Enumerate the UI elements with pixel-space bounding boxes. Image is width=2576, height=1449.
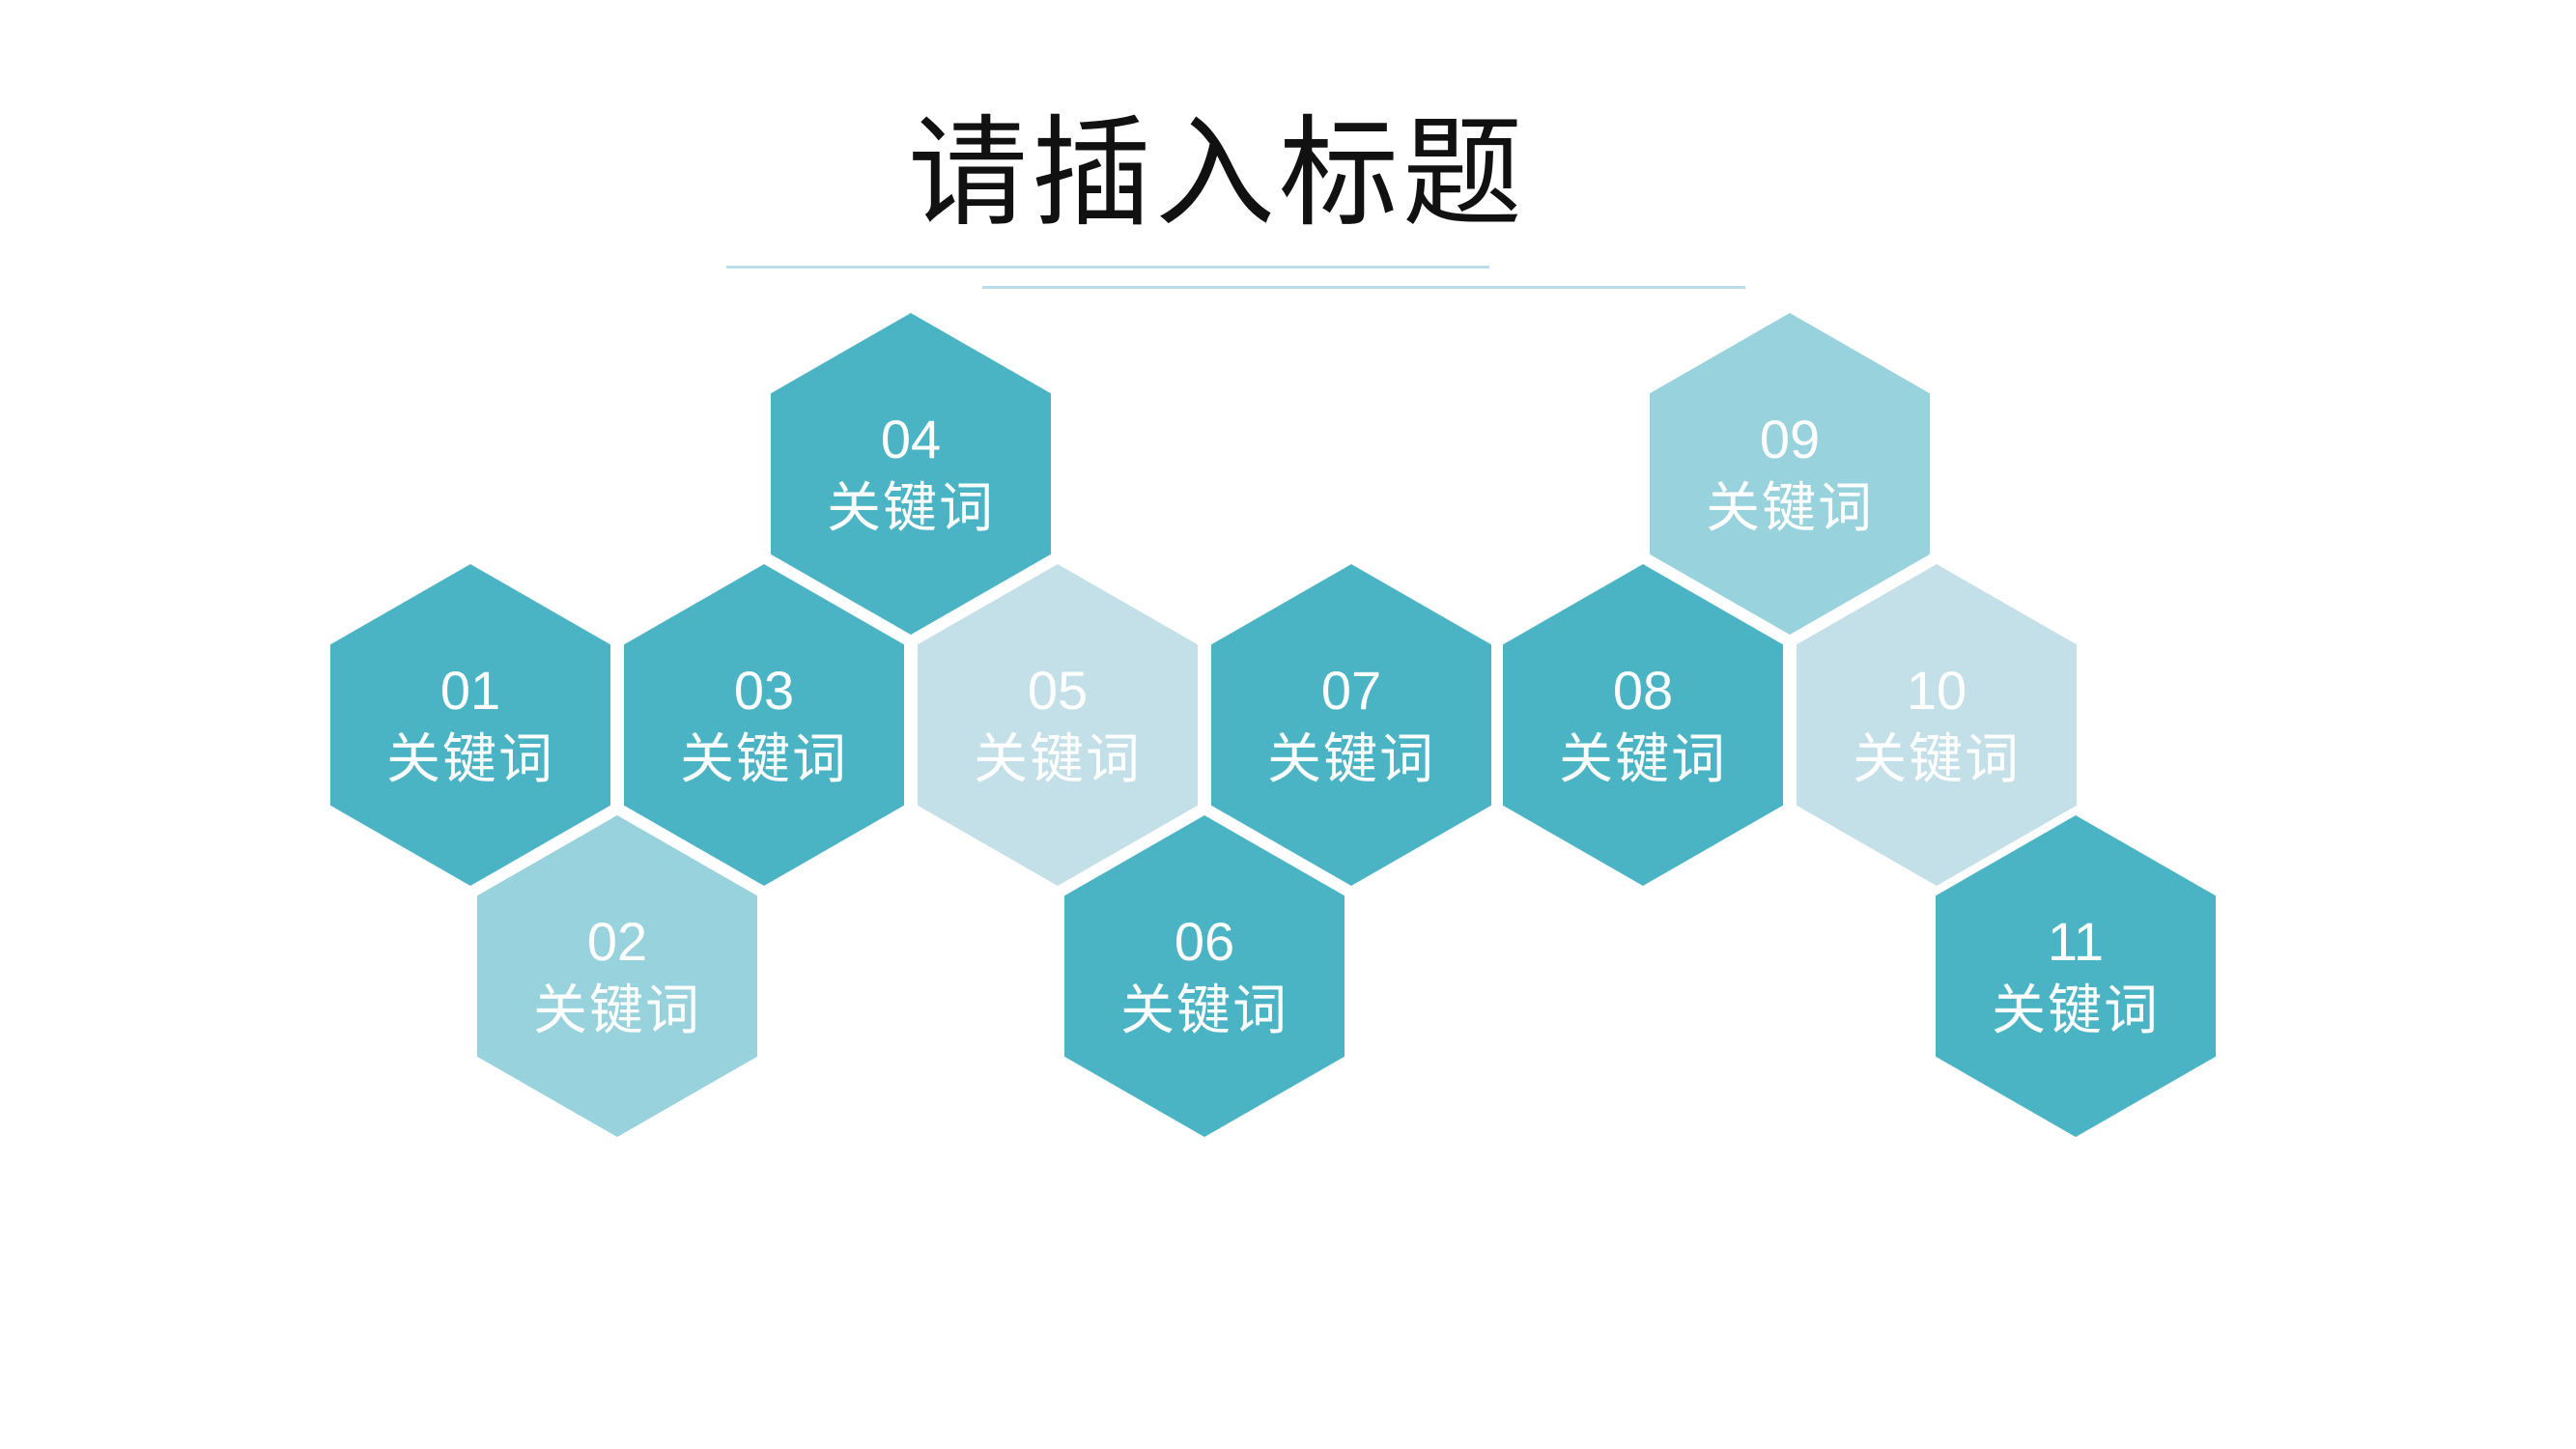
hexagon-08: 08 关键词	[1503, 564, 1783, 886]
page-title: 请插入标题	[907, 104, 1526, 243]
hexagon-02: 02 关键词	[477, 815, 757, 1137]
hexagon-number: 11	[2047, 910, 2105, 972]
hexagon-keyword: 关键词	[1706, 476, 1874, 540]
hexagon-keyword: 关键词	[1267, 727, 1435, 791]
hexagon-number: 05	[1027, 659, 1089, 721]
hexagon-keyword: 关键词	[1853, 727, 2021, 791]
hexagon-keyword: 关键词	[1120, 979, 1288, 1042]
hexagon-keyword: 关键词	[827, 476, 995, 540]
hexagon-04: 04 关键词	[771, 313, 1051, 635]
hexagon-03: 03 关键词	[624, 564, 904, 886]
hexagon-10: 10 关键词	[1797, 564, 2077, 886]
hexagon-keyword: 关键词	[680, 727, 848, 791]
hexagon-keyword: 关键词	[1992, 979, 2160, 1042]
hexagon-keyword: 关键词	[533, 979, 701, 1042]
hexagon-number: 02	[586, 910, 648, 972]
hexagon-keyword: 关键词	[386, 727, 554, 791]
hexagon-number: 09	[1759, 408, 1821, 469]
hexagon-number: 06	[1174, 910, 1235, 972]
hexagon-11: 11 关键词	[1936, 815, 2216, 1137]
hexagon-number: 01	[439, 659, 501, 721]
hexagon-number: 08	[1612, 659, 1674, 721]
hexagon-keyword: 关键词	[1559, 727, 1727, 791]
hexagon-keyword: 关键词	[974, 727, 1142, 791]
hexagon-05: 05 关键词	[918, 564, 1198, 886]
hexagon-01: 01 关键词	[330, 564, 610, 886]
hexagon-09: 09 关键词	[1650, 313, 1930, 635]
hexagon-number: 04	[880, 408, 942, 469]
hexagon-06: 06 关键词	[1064, 815, 1345, 1137]
hexagon-number: 03	[733, 659, 795, 721]
hexagon-07: 07 关键词	[1211, 564, 1491, 886]
hexagon-number: 07	[1320, 659, 1382, 721]
title-underline-upper	[726, 266, 1489, 269]
title-underline-lower	[982, 286, 1745, 289]
hexagon-number: 10	[1906, 659, 1967, 721]
